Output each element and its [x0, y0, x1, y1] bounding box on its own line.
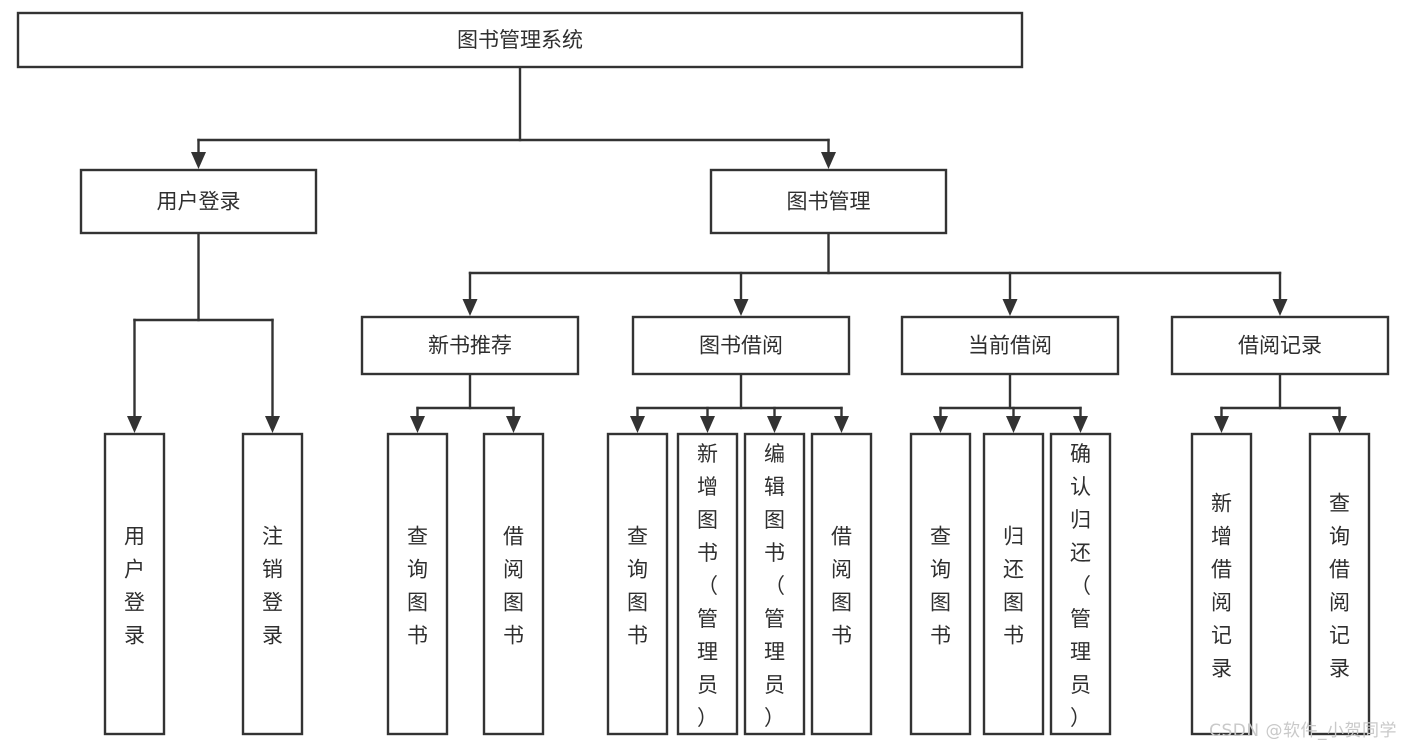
connector-layer [127, 65, 1347, 433]
node-label: 查询图书 [627, 525, 648, 648]
node-box[interactable] [743, 432, 806, 736]
arrow-head-icon [1073, 416, 1088, 433]
node-l2_a[interactable]: 用户登录 [79, 168, 318, 235]
node-box[interactable] [386, 432, 449, 736]
node-leaf_1[interactable]: 用户登录 [103, 432, 166, 736]
node-l3_b[interactable]: 图书借阅 [631, 315, 851, 376]
node-box[interactable] [16, 11, 1024, 69]
watermark-label: CSDN @软件_小贺同学 [1209, 721, 1397, 741]
node-label: 图书管理系统 [457, 28, 583, 52]
arrow-head-icon [1332, 416, 1347, 433]
node-leaf_6[interactable]: 新增图书（管理员） [676, 432, 739, 736]
node-label: 借阅图书 [831, 525, 852, 648]
node-box[interactable] [982, 432, 1045, 736]
node-box[interactable] [1190, 432, 1253, 736]
node-label: 新增图书（管理员） [697, 442, 718, 730]
node-box[interactable] [1049, 432, 1112, 736]
arrow-head-icon [410, 416, 425, 433]
node-label: 图书借阅 [699, 334, 783, 358]
node-label: 借阅记录 [1238, 334, 1322, 358]
node-l2_b[interactable]: 图书管理 [709, 168, 948, 235]
arrow-head-icon [127, 416, 142, 433]
node-label: 新增借阅记录 [1211, 492, 1232, 681]
node-label: 确认归还（管理员） [1070, 442, 1091, 730]
node-box[interactable] [900, 315, 1120, 376]
node-leaf_5[interactable]: 查询图书 [606, 432, 669, 736]
node-l3_c[interactable]: 当前借阅 [900, 315, 1120, 376]
node-leaf_3[interactable]: 查询图书 [386, 432, 449, 736]
node-leaf_2[interactable]: 注销登录 [241, 432, 304, 736]
node-l3_d[interactable]: 借阅记录 [1170, 315, 1390, 376]
node-box[interactable] [79, 168, 318, 235]
node-leaf_12[interactable]: 新增借阅记录 [1190, 432, 1253, 736]
node-label: 借阅图书 [503, 525, 524, 648]
node-l3_a[interactable]: 新书推荐 [360, 315, 580, 376]
arrow-head-icon [1214, 416, 1229, 433]
node-box[interactable] [1170, 315, 1390, 376]
arrow-head-icon [767, 416, 782, 433]
node-box[interactable] [1308, 432, 1371, 736]
node-leaf_8[interactable]: 借阅图书 [810, 432, 873, 736]
arrow-head-icon [1272, 299, 1288, 316]
node-label: 当前借阅 [968, 334, 1052, 358]
node-label: 新书推荐 [428, 334, 512, 358]
node-label: 图书管理 [787, 190, 871, 214]
arrow-head-icon [821, 152, 836, 169]
node-label: 注销登录 [262, 525, 283, 648]
node-label: 用户登录 [124, 525, 145, 648]
arrow-head-icon [191, 152, 206, 169]
node-box[interactable] [909, 432, 972, 736]
node-leaf_13[interactable]: 查询借阅记录 [1308, 432, 1371, 736]
node-label: 查询图书 [930, 525, 951, 648]
arrow-head-icon [733, 299, 749, 316]
node-leaf_7[interactable]: 编辑图书（管理员） [743, 432, 806, 736]
arrow-head-icon [506, 416, 521, 433]
node-layer: 图书管理系统用户登录图书管理新书推荐图书借阅当前借阅借阅记录用户登录注销登录查询… [16, 11, 1390, 736]
node-box[interactable] [103, 432, 166, 736]
node-box[interactable] [676, 432, 739, 736]
node-label: 查询借阅记录 [1329, 492, 1350, 681]
arrow-head-icon [462, 299, 478, 316]
node-box[interactable] [606, 432, 669, 736]
node-leaf_11[interactable]: 确认归还（管理员） [1049, 432, 1112, 736]
arrow-head-icon [834, 416, 849, 433]
node-box[interactable] [810, 432, 873, 736]
node-box[interactable] [709, 168, 948, 235]
node-root[interactable]: 图书管理系统 [16, 11, 1024, 69]
node-box[interactable] [482, 432, 545, 736]
node-leaf_9[interactable]: 查询图书 [909, 432, 972, 736]
node-label: 归还图书 [1003, 525, 1024, 648]
node-box[interactable] [631, 315, 851, 376]
node-label: 查询图书 [407, 525, 428, 648]
arrow-head-icon [700, 416, 715, 433]
node-label: 用户登录 [157, 190, 241, 214]
arrow-head-icon [630, 416, 645, 433]
node-leaf_4[interactable]: 借阅图书 [482, 432, 545, 736]
arrow-head-icon [1006, 416, 1021, 433]
arrow-head-icon [933, 416, 948, 433]
arrow-head-icon [1002, 299, 1018, 316]
node-leaf_10[interactable]: 归还图书 [982, 432, 1045, 736]
node-label: 编辑图书（管理员） [764, 442, 785, 730]
node-box[interactable] [360, 315, 580, 376]
arrow-head-icon [265, 416, 280, 433]
node-box[interactable] [241, 432, 304, 736]
